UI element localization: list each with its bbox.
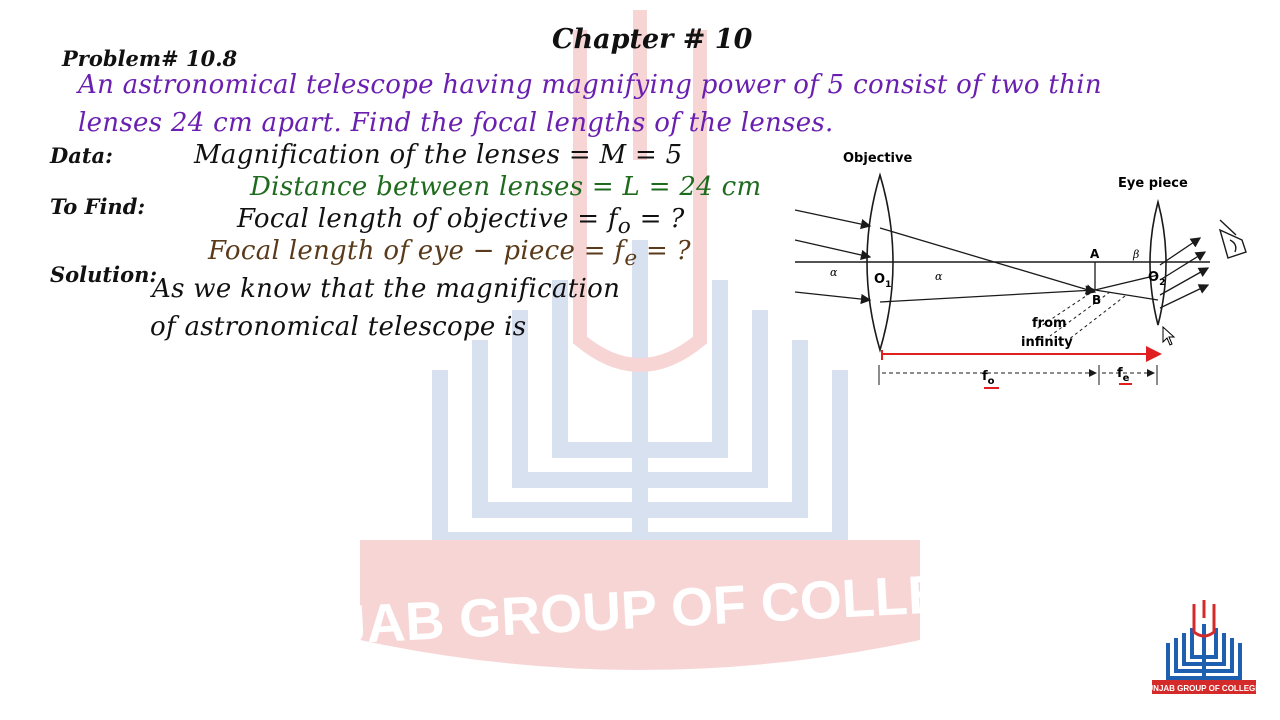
focal-eyepiece-equation: Focal length of eye − piece = fe = ?: [208, 236, 691, 271]
data-label: Data:: [50, 143, 113, 168]
mouse-cursor-icon: [1162, 326, 1176, 346]
focal-eyepiece-prefix: Focal length of eye − piece = f: [208, 236, 625, 266]
solution-label: Solution:: [50, 262, 158, 287]
college-watermark: PUNJAB GROUP OF COLLEGES: [340, 10, 940, 670]
fe-label: f: [1117, 366, 1123, 381]
refracted-ray-3: [879, 285, 1097, 303]
o2-subscript: 2: [1159, 278, 1165, 288]
ray-to-eyepiece-2: [1094, 289, 1159, 301]
fo-subscript: o: [988, 376, 995, 387]
alpha-right-label: α: [935, 270, 943, 283]
focal-objective-prefix: Focal length of objective = f: [237, 204, 618, 234]
emergent-ray-1: [1159, 237, 1202, 266]
eyepiece-label: Eye piece: [1118, 176, 1188, 191]
beta-label: β: [1132, 248, 1139, 261]
focal-objective-subscript: o: [617, 214, 632, 240]
svg-text:fo: fo: [982, 369, 995, 387]
viewer-eye: [1218, 219, 1247, 259]
refracted-ray-1: [879, 227, 1097, 295]
problem-statement-line-1: An astronomical telescope having magnify…: [78, 70, 1102, 100]
fe-subscript: e: [1123, 373, 1130, 384]
o2-label: O: [1148, 270, 1159, 285]
dashed-ray-1: [1034, 289, 1096, 331]
emergent-ray-4: [1159, 284, 1210, 309]
college-logo: PUNJAB GROUP OF COLLEGES: [1150, 598, 1258, 700]
o1-label: O: [874, 272, 885, 287]
problem-statement-line-2: lenses 24 cm apart. Find the focal lengt…: [78, 108, 834, 138]
focal-objective-suffix: = ?: [631, 204, 685, 234]
incident-ray-3: [794, 291, 872, 305]
telescope-ray-diagram: Objective Eye piece α α β O1 O2 A B from…: [794, 151, 1247, 389]
svg-text:O1: O1: [874, 272, 891, 290]
fo-label: f: [982, 369, 988, 384]
infinity-label: infinity: [1021, 335, 1073, 350]
problem-number: Problem# 10.8: [62, 46, 238, 71]
dashed-ray-2: [1049, 291, 1111, 337]
alpha-left-label: α: [830, 266, 838, 279]
logo-text: PUNJAB GROUP OF COLLEGES: [1150, 684, 1258, 693]
emergent-ray-3: [1159, 267, 1210, 296]
focal-objective-equation: Focal length of objective = fo = ?: [237, 204, 685, 239]
magnification-equation: Magnification of the lenses = M = 5: [194, 140, 683, 170]
svg-text:O2: O2: [1148, 270, 1165, 288]
ray-to-eyepiece-1: [1094, 274, 1159, 291]
point-b-label: B: [1092, 293, 1101, 307]
to-find-label: To Find:: [50, 194, 146, 219]
incident-ray-1: [794, 209, 872, 230]
objective-label: Objective: [843, 151, 912, 166]
focal-eyepiece-subscript: e: [624, 246, 638, 272]
emergent-ray-2: [1159, 251, 1207, 281]
o1-subscript: 1: [885, 280, 891, 290]
distance-equation: Distance between lenses = L = 24 cm: [250, 172, 762, 202]
dashed-ray-3: [1067, 295, 1126, 341]
eyepiece-lens: [1149, 198, 1167, 326]
from-label: from: [1032, 316, 1067, 331]
solution-line-1: As we know that the magnification: [152, 274, 621, 304]
chapter-title: Chapter # 10: [552, 24, 753, 55]
incident-ray-2: [794, 239, 872, 261]
solution-line-2: of astronomical telescope is: [150, 312, 527, 342]
svg-text:fe: fe: [1117, 366, 1130, 384]
focal-eyepiece-suffix: = ?: [637, 236, 691, 266]
point-a-label: A: [1090, 247, 1100, 261]
